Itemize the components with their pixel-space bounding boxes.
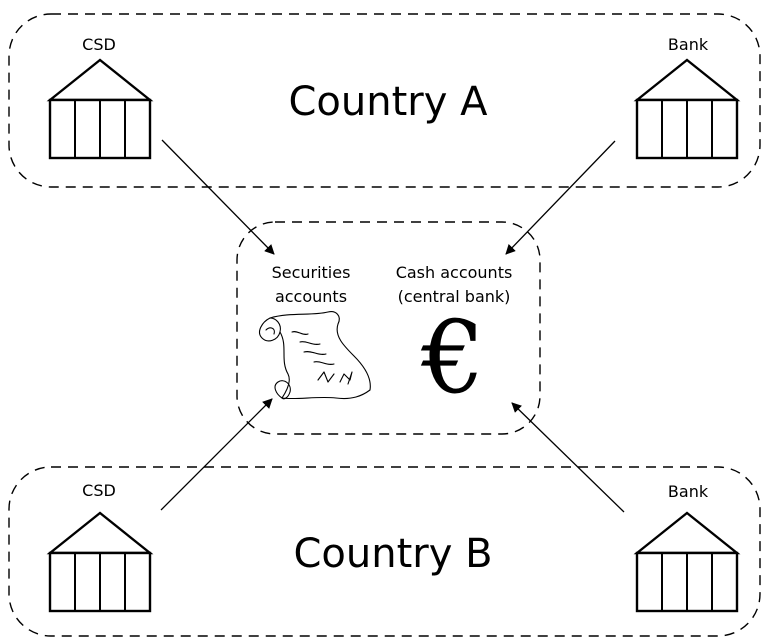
country-b-bank-building-icon — [633, 511, 741, 613]
arrow-country-b-bank-to-cash — [511, 402, 625, 513]
country-a-region: Country A CSD Bank — [8, 13, 761, 188]
scroll-icon — [259, 311, 371, 400]
country-b-bank-label: Bank — [668, 482, 709, 501]
country-a-bank-label: Bank — [668, 35, 709, 54]
arrow-country-b-csd-to-securities — [160, 398, 273, 511]
country-b-csd-label: CSD — [82, 481, 116, 500]
country-a-csd-label: CSD — [82, 35, 116, 54]
cash-accounts-label-line1: Cash accounts — [396, 263, 513, 282]
country-a-csd-building-icon — [46, 58, 154, 160]
cash-accounts-label-line2: (central bank) — [398, 287, 511, 306]
securities-accounts-label-line2: accounts — [275, 287, 347, 306]
arrow-country-a-csd-to-securities — [161, 139, 275, 255]
euro-icon: € — [420, 299, 485, 416]
country-a-bank-building-icon — [633, 58, 741, 160]
arrow-country-a-bank-to-cash — [505, 140, 616, 255]
country-b-csd-building-icon — [46, 511, 154, 613]
country-a-title: Country A — [289, 79, 489, 125]
hub-boundary — [236, 221, 541, 435]
settlement-hub: Securities accounts Cash accounts (centr… — [236, 221, 541, 435]
securities-accounts-label-line1: Securities — [272, 263, 351, 282]
country-b-title: Country B — [293, 531, 492, 577]
country-b-region: Country B CSD Bank — [8, 466, 761, 637]
